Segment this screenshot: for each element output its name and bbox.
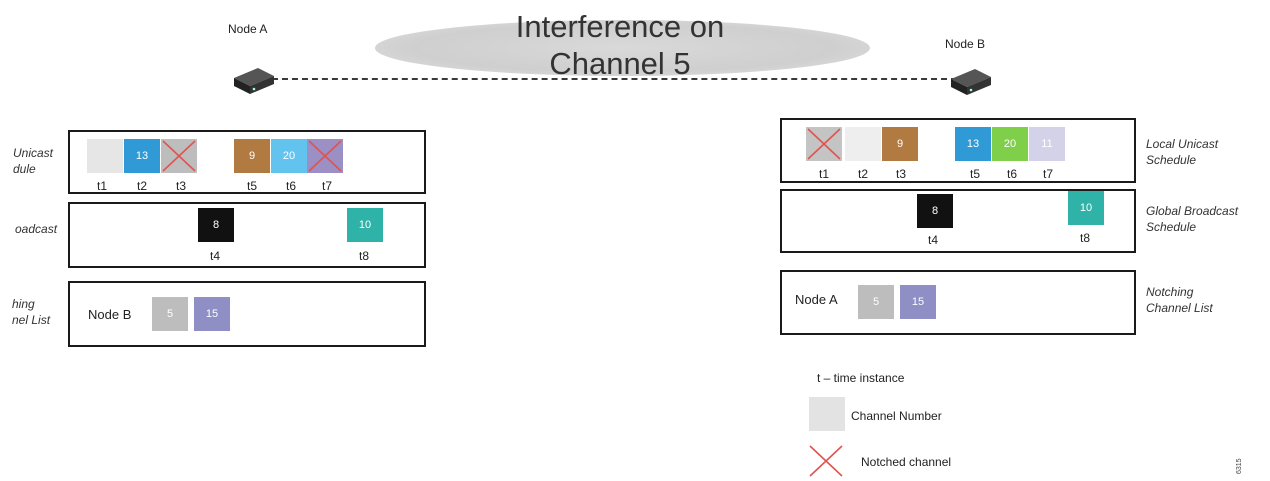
left-unicast-label-2: dule [13, 162, 36, 176]
legend-notched-cross-icon [809, 445, 843, 477]
right-broadcast-slot: 10 [1068, 191, 1104, 225]
right-notch-channel: 5 [858, 285, 894, 319]
node-a-router-icon [234, 68, 274, 94]
right-notching-label: Notching Channel List [1146, 284, 1213, 316]
left-broadcast-time: t4 [209, 249, 220, 263]
right-unicast-time: t1 [818, 167, 829, 181]
interference-title: Interference on Channel 5 [470, 8, 770, 82]
legend-channel-swatch [809, 397, 845, 431]
left-unicast-label: Unicast dule [13, 145, 53, 177]
right-unicast-time: t3 [895, 167, 906, 181]
legend-channel-text: Channel Number [851, 409, 942, 423]
node-b-label: Node B [945, 37, 986, 51]
right-broadcast-label-2: Schedule [1146, 220, 1197, 234]
left-unicast-time: t1 [96, 179, 107, 193]
notch-cross-icon [807, 128, 841, 160]
left-unicast-slot [307, 139, 343, 173]
left-unicast-time: t2 [136, 179, 147, 193]
right-notch-node-label: Node A [795, 292, 838, 307]
left-unicast-slot: 20 [271, 139, 307, 173]
interference-title-line1: Interference on [515, 9, 725, 44]
right-broadcast-label-1: Global Broadcast [1146, 204, 1239, 218]
left-unicast-slot [87, 139, 123, 173]
interference-title-line2: Channel 5 [549, 46, 691, 81]
left-unicast-label-1: Unicast [13, 146, 54, 160]
interference-cloud [375, 20, 870, 76]
right-broadcast-label: Global Broadcast Schedule [1146, 203, 1238, 235]
left-broadcast-time: t8 [358, 249, 369, 263]
left-unicast-slot: 13 [124, 139, 160, 173]
right-broadcast-slot: 8 [917, 194, 953, 228]
left-unicast-time: t3 [175, 179, 186, 193]
left-notch-channel: 5 [152, 297, 188, 331]
right-unicast-time: t7 [1042, 167, 1053, 181]
right-unicast-label-1: Local Unicast [1146, 137, 1219, 151]
left-notching-label-1: hing [12, 297, 35, 311]
left-unicast-slot [161, 139, 197, 173]
figure-number: 6315 [1236, 458, 1243, 474]
notch-cross-icon [308, 140, 342, 172]
left-unicast-time: t5 [246, 179, 257, 193]
right-unicast-label-2: Schedule [1146, 153, 1197, 167]
right-unicast-time: t2 [857, 167, 868, 181]
left-notch-node-label: Node B [88, 307, 132, 322]
right-broadcast-time: t4 [927, 233, 938, 247]
left-unicast-time: t6 [285, 179, 296, 193]
legend-time-text: t – time instance [817, 371, 905, 385]
right-unicast-label: Local Unicast Schedule [1146, 136, 1218, 168]
right-unicast-slot: 13 [955, 127, 991, 161]
notch-cross-icon [162, 140, 196, 172]
left-notching-label-2: nel List [12, 313, 51, 327]
left-broadcast-slot: 10 [347, 208, 383, 242]
right-unicast-time: t5 [969, 167, 980, 181]
right-notching-label-1: Notching [1146, 285, 1194, 299]
left-broadcast-label: oadcast [15, 221, 57, 237]
right-notching-label-2: Channel List [1146, 301, 1213, 315]
node-b-router-icon [951, 69, 991, 95]
left-notching-panel [68, 281, 426, 347]
right-unicast-slot: 11 [1029, 127, 1065, 161]
legend-notched-text: Notched channel [861, 455, 952, 469]
left-unicast-time: t7 [321, 179, 332, 193]
left-notch-channel: 15 [194, 297, 230, 331]
left-broadcast-slot: 8 [198, 208, 234, 242]
right-broadcast-time: t8 [1079, 231, 1090, 245]
right-unicast-slot: 20 [992, 127, 1028, 161]
right-unicast-slot [806, 127, 842, 161]
right-unicast-slot: 9 [882, 127, 918, 161]
node-a-label: Node A [228, 22, 268, 36]
right-unicast-time: t6 [1006, 167, 1017, 181]
right-unicast-slot [845, 127, 881, 161]
link-dashed-line [272, 78, 957, 80]
right-notch-channel: 15 [900, 285, 936, 319]
left-notching-label: hing nel List [12, 296, 50, 328]
left-broadcast-label-1: oadcast [15, 222, 58, 236]
left-unicast-slot: 9 [234, 139, 270, 173]
right-notching-panel [780, 270, 1136, 335]
